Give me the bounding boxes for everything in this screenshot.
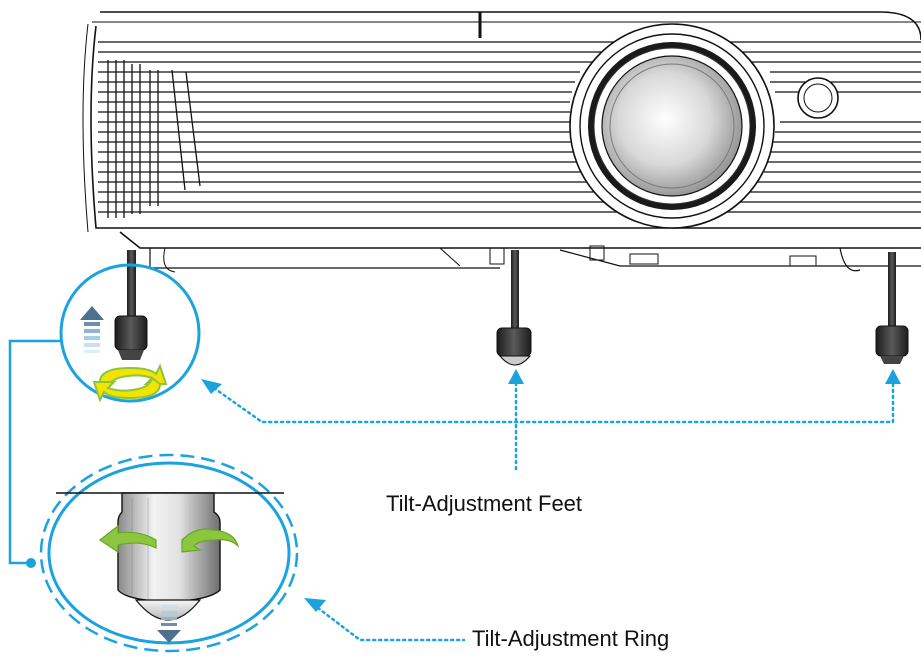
adjustment-foot-icon <box>875 252 909 364</box>
ir-sensor <box>797 77 839 119</box>
lower-arrow-icon <box>157 605 181 643</box>
callout-pointer-icon <box>201 369 901 394</box>
projector-illustration <box>82 11 921 273</box>
ring-callout-pointer <box>316 606 466 642</box>
connector-dot <box>26 558 36 568</box>
callout-pointer-icon <box>304 598 326 612</box>
tilt-adjustment-feet-label: Tilt-Adjustment Feet <box>386 491 583 516</box>
tilt-adjustment-ring-label: Tilt-Adjustment Ring <box>472 626 670 651</box>
feet-callout-pointer <box>212 381 895 472</box>
raise-arrow-icon <box>80 306 104 353</box>
connector-line <box>8 339 62 565</box>
projector-lens <box>569 23 775 229</box>
adjustment-foot-icon <box>496 250 532 366</box>
rotate-arrows-icon <box>98 524 240 554</box>
foot-detail-circle <box>59 263 201 403</box>
adjustment-ring-knob <box>117 492 221 621</box>
vent-grille <box>98 41 921 218</box>
rotate-arrows-icon <box>92 363 168 403</box>
adjustment-foot-icon <box>114 250 148 360</box>
